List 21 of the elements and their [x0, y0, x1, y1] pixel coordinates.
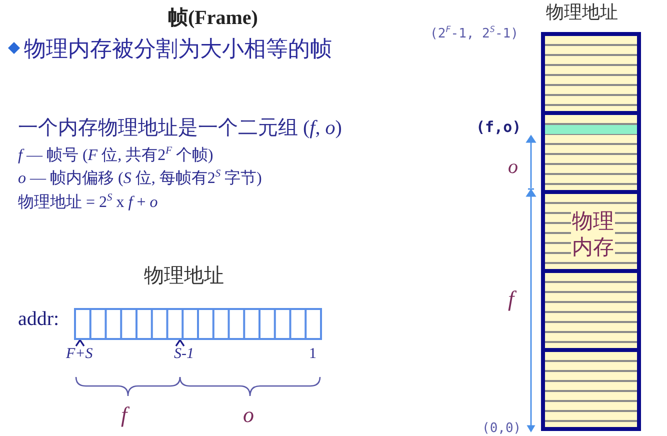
- register-label: addr:: [18, 308, 60, 331]
- corner-address: (0,0): [482, 421, 522, 436]
- title: 帧(Frame): [167, 6, 259, 31]
- frame-label: 物理内存: [571, 208, 615, 260]
- bit-index: F+S: [66, 346, 93, 363]
- corner-address: (2$^{F}$-1, 2$^{S}$-1): [430, 24, 518, 42]
- text-line: o — 帧内偏移 (S 位, 每帧有2$^{S}$ 字节): [18, 168, 262, 189]
- field-label: f: [121, 402, 128, 428]
- text-line: f — 帧号 (F 位, 共有2$^{F}$ 个帧): [18, 145, 214, 166]
- text-line: 一个内存物理地址是一个二元组 (f, o): [18, 116, 342, 141]
- memory-column: [541, 0, 641, 432]
- offset-label: o: [508, 156, 518, 179]
- bit-index: S-1: [174, 346, 194, 363]
- formula-line: 物理地址 = 2$^{S}$ x f + o: [18, 192, 158, 213]
- address-label: (f,o): [476, 118, 522, 136]
- register-heading: 物理地址: [144, 262, 224, 289]
- column-heading: 物理地址: [546, 1, 618, 24]
- bit-index: 1: [309, 346, 316, 363]
- frame-number-label: f: [508, 286, 514, 312]
- field-label: o: [243, 402, 254, 428]
- bullet-text: 物理内存被分割为大小相等的帧: [24, 36, 332, 64]
